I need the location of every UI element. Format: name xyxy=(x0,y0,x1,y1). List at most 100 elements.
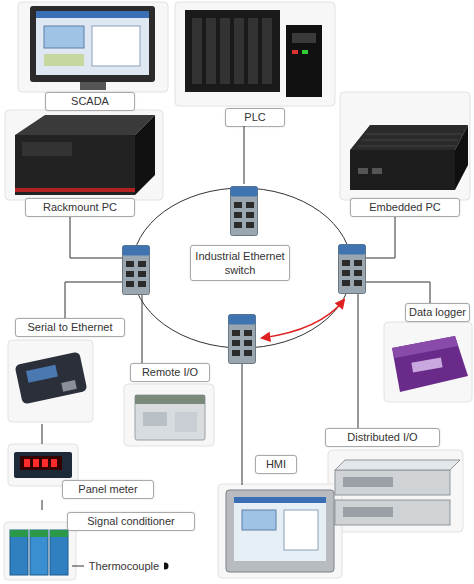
device-label: Rackmount PC xyxy=(25,198,135,217)
pc-port xyxy=(372,168,382,174)
plc-led xyxy=(302,50,308,54)
window-bar xyxy=(36,11,149,18)
hmi-bezel xyxy=(226,490,334,572)
monitor-bezel xyxy=(30,6,155,82)
device-label: Embedded PC xyxy=(350,198,460,217)
rackmount-top xyxy=(15,115,155,135)
plc-slot xyxy=(234,18,244,84)
device-node: SCADA xyxy=(18,2,168,110)
redundancy-arrow xyxy=(262,300,344,338)
connector-line xyxy=(244,126,245,184)
plc-display xyxy=(292,33,316,43)
image-card xyxy=(340,92,470,200)
drive-bay xyxy=(22,142,72,156)
logger-panel xyxy=(411,357,442,372)
screen-widget xyxy=(44,26,84,48)
device-node: PLC xyxy=(175,2,335,126)
terminal-block xyxy=(30,530,48,537)
plc-slot xyxy=(262,18,272,84)
plc-rack xyxy=(185,10,280,92)
meter-display xyxy=(20,456,62,470)
device-label: Data logger xyxy=(405,303,470,322)
screen-widget xyxy=(242,510,276,530)
io-panel xyxy=(143,412,167,426)
conditioner-module xyxy=(10,530,28,575)
connector-line xyxy=(42,500,43,510)
ethernet-switch xyxy=(231,187,258,236)
plc-slot xyxy=(206,18,216,84)
device-label: HMI xyxy=(255,455,297,474)
device-label: Serial to Ethernet xyxy=(15,318,125,337)
pc-port xyxy=(358,168,368,174)
conditioner-module xyxy=(30,530,48,575)
device-label: Remote I/O xyxy=(130,363,210,382)
network-wire xyxy=(65,282,122,318)
image-card xyxy=(124,384,214,446)
io-panel xyxy=(175,412,197,432)
connector-line xyxy=(42,424,43,444)
rackmount-side xyxy=(135,115,155,195)
device-label: Panel meter xyxy=(62,480,154,499)
network-wire xyxy=(364,216,395,258)
image-card xyxy=(5,110,163,200)
device-label xyxy=(26,365,58,383)
conditioner-module xyxy=(50,530,68,575)
device-label: Distributed I/O xyxy=(325,428,440,447)
network-wire xyxy=(364,282,430,303)
screen-widget xyxy=(92,26,140,66)
io-connector xyxy=(343,477,393,487)
embedded-top xyxy=(350,125,468,150)
terminal-strip xyxy=(135,395,205,404)
network-wire xyxy=(70,216,124,258)
ethernet-switch xyxy=(123,246,150,295)
cooling-fin xyxy=(366,134,462,135)
data-logger-body xyxy=(392,336,468,392)
terminal-block xyxy=(10,530,28,537)
device-label: Signal conditioner xyxy=(67,512,195,531)
image-card xyxy=(328,450,463,532)
image-card xyxy=(384,322,472,402)
cooling-fin xyxy=(362,140,458,141)
screen-widget xyxy=(284,510,318,550)
io-module xyxy=(335,470,450,495)
device-node: Distributed I/O xyxy=(325,427,463,532)
io-connector xyxy=(343,507,393,517)
digit-segment xyxy=(24,459,30,467)
panel-meter-body xyxy=(14,452,72,478)
device-node: Panel meter xyxy=(8,444,156,500)
image-card xyxy=(8,340,93,422)
monitor-stand xyxy=(80,82,106,90)
plc-led xyxy=(292,50,298,54)
embedded-side xyxy=(455,125,468,190)
io-module-top xyxy=(335,460,460,470)
device-node: Rackmount PC xyxy=(5,110,163,216)
plc-slot xyxy=(192,18,202,84)
device-label: SCADA xyxy=(45,92,135,111)
plc-cpu xyxy=(286,25,322,97)
io-module xyxy=(335,500,450,525)
device-label: Industrial Ethernet switch xyxy=(190,245,290,281)
data-logger-top xyxy=(392,336,458,358)
image-card xyxy=(4,522,76,580)
window-bar xyxy=(234,497,326,503)
plc-slot xyxy=(248,18,258,84)
device-node: Data logger xyxy=(384,302,472,402)
rackmount-stripe xyxy=(15,188,135,192)
device-node: Serial to Ethernet xyxy=(8,316,125,424)
part-label: Thermocouple xyxy=(84,559,164,573)
rackmount-front xyxy=(15,135,135,195)
plc-slot xyxy=(220,18,230,84)
ethernet-switch xyxy=(339,245,366,294)
ethernet-switch xyxy=(229,315,256,364)
device-label: PLC xyxy=(225,108,285,127)
network-wire xyxy=(142,295,143,363)
serial-port xyxy=(61,380,77,392)
cooling-fin xyxy=(358,146,456,147)
device-node: HMI xyxy=(218,454,342,576)
serial-device xyxy=(15,352,88,405)
monitor-screen xyxy=(36,11,149,75)
remote-io-body xyxy=(135,395,205,440)
